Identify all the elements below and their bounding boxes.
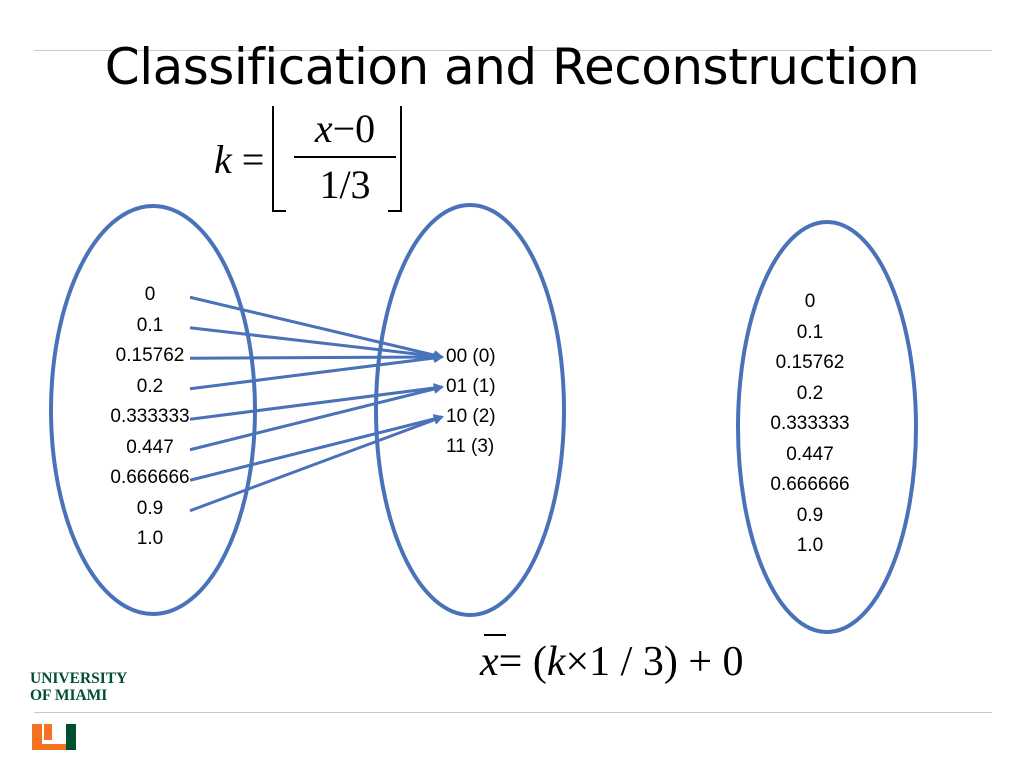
classification-formula: k = x−0 1/3 <box>214 100 414 216</box>
input-value: 0.447 <box>126 436 174 458</box>
bottom-divider <box>34 712 992 713</box>
fraction-bar <box>294 156 396 158</box>
input-value: 0.2 <box>136 375 164 397</box>
floor-bracket-right <box>388 106 402 212</box>
code-label: 11 (3) <box>446 436 495 457</box>
mapping-arrow <box>189 326 444 362</box>
input-value: 0.1 <box>136 314 164 336</box>
mapping-arrow <box>189 353 444 391</box>
reconstructed-value: 0.1 <box>796 321 824 343</box>
code-label: 00 (0) <box>446 346 496 367</box>
mapping-arrow <box>189 414 444 482</box>
formula-lhs: k = <box>214 137 265 182</box>
reconstructed-values-list: 0 0.1 0.15762 0.2 0.333333 0.447 0.666666 0.9 1.… <box>740 287 880 562</box>
codes-list: 00 (0) 01 (1) 10 (2) 11 (3) <box>446 342 496 462</box>
input-value: 0 <box>144 284 156 305</box>
code-label: 10 (2) <box>446 406 496 427</box>
reconstructed-value: 0.333333 <box>770 413 850 434</box>
input-value: 0.9 <box>136 497 164 519</box>
reconstructed-value: 0.9 <box>796 504 824 526</box>
top-divider <box>34 50 992 51</box>
reconstructed-value: 1.0 <box>796 535 824 556</box>
mapping-arrow <box>189 352 444 363</box>
slide-title: Classification and Reconstruction <box>104 38 920 96</box>
code-set-ellipse <box>374 203 566 617</box>
mapping-arrow <box>189 295 444 361</box>
mapping-arrow <box>189 384 444 452</box>
reconstructed-value: 0 <box>804 291 816 312</box>
input-value: 0.15762 <box>115 345 185 366</box>
input-value: 0.333333 <box>110 406 190 427</box>
mapping-arrow <box>189 415 444 513</box>
formula-denominator: 1/3 <box>319 162 371 207</box>
reconstruction-set-ellipse <box>736 220 918 634</box>
reconstructed-value: 0.447 <box>786 443 834 465</box>
floor-bracket-left <box>272 106 286 212</box>
reconstructed-value: 0.2 <box>796 382 824 404</box>
reconstructed-value: 0.666666 <box>770 474 850 495</box>
reconstructed-value: 0.15762 <box>775 352 845 373</box>
university-logo: UNIVERSITY OF MIAMI <box>30 670 128 750</box>
mapping-arrows <box>189 295 444 513</box>
x-bar: x <box>480 634 506 685</box>
u-logo-icon <box>32 724 76 750</box>
formula-numerator: x−0 <box>314 106 376 151</box>
input-value: 0.666666 <box>110 467 190 488</box>
mapping-arrow <box>189 383 444 421</box>
input-values-list: 0 0.1 0.15762 0.2 0.333333 0.447 0.666666 0.9 1.… <box>80 280 220 555</box>
reconstruction-formula: x= (k×1 / 3) + 0 <box>480 634 744 685</box>
formula-fraction: x−0 1/3 <box>292 106 398 208</box>
code-label: 01 (1) <box>446 376 496 397</box>
logo-line2: OF MIAMI <box>30 687 108 704</box>
logo-line1: UNIVERSITY <box>30 670 128 687</box>
input-value: 1.0 <box>136 528 164 549</box>
